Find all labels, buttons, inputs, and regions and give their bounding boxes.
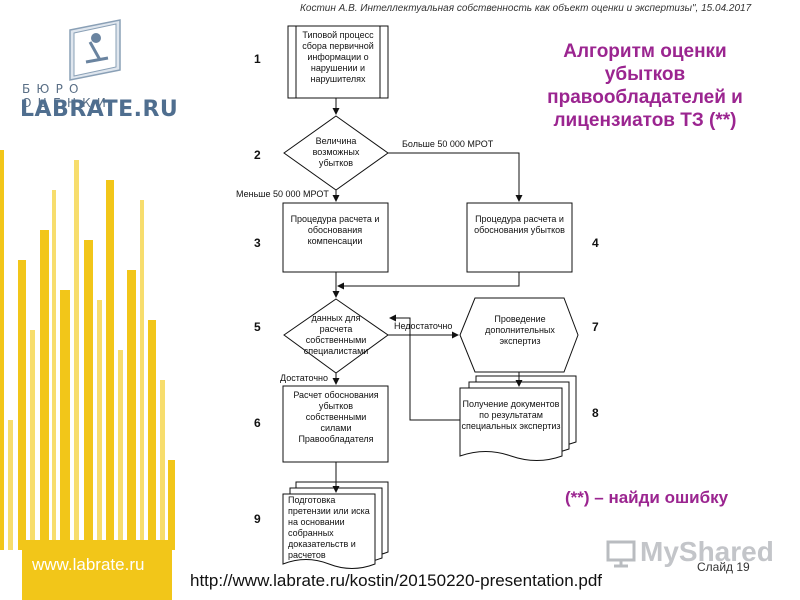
header-citation: Костин А.В. Интеллектуальная собственнос…: [300, 3, 752, 14]
step-number-6: 6: [254, 416, 261, 430]
hint-text: (**) – найди ошибку: [565, 488, 729, 507]
step-number-2: 2: [254, 148, 261, 162]
step-number-7: 7: [592, 320, 599, 334]
node-9-doc-front: [282, 493, 376, 569]
sidebar: БЮРО ОЦЕНКИ LABRATE.RU www.labrate.ru: [0, 0, 180, 600]
slide-number: Слайд 19: [697, 560, 750, 574]
bar-pattern: [0, 150, 175, 600]
microscope-logo-icon: [69, 19, 121, 81]
edge-label-insufficient: Недостаточно: [394, 321, 453, 331]
title-line-3: правообладателей и: [547, 87, 743, 108]
step-number-9: 9: [254, 512, 261, 526]
edge-label-sufficient: Достаточно: [280, 373, 329, 383]
step-number-3: 3: [254, 236, 261, 250]
step-number-1: 1: [254, 52, 261, 66]
flowchart-shapes: [282, 25, 579, 569]
edge-2-4: [388, 152, 523, 202]
node-6-box: [282, 385, 389, 463]
step-number-5: 5: [254, 320, 261, 334]
node-1-box: [287, 25, 389, 99]
title-line-4: лицензиатов ТЗ (**): [553, 110, 737, 131]
edge-label-less: Меньше 50 000 МРОТ: [236, 189, 329, 199]
logo-subtitle: БЮРО ОЦЕНКИ: [22, 82, 113, 110]
watermark: MyShared: [640, 536, 774, 567]
node-8-doc-front: [459, 387, 563, 461]
title-line-2: убытков: [604, 64, 686, 85]
step-number-4: 4: [592, 236, 599, 250]
edge-4-5: [337, 272, 520, 290]
presentation-icon: [606, 540, 636, 568]
presentation-url[interactable]: http://www.labrate.ru/kostin/20150220-pr…: [190, 571, 603, 590]
node-7-hexagon: [459, 297, 579, 373]
site-url[interactable]: www.labrate.ru: [32, 555, 145, 574]
logo-title: LABRATE.RU: [20, 97, 179, 122]
title-line-1: Алгоритм оценки: [563, 41, 727, 62]
sidebar-decoration: [0, 19, 175, 600]
edge-label-more: Больше 50 000 МРОТ: [402, 139, 494, 149]
edge-8-5: [389, 314, 460, 421]
node-4-box: [466, 202, 573, 273]
slide-title: Алгоритм оценки убытков правообладателей…: [520, 40, 770, 132]
step-number-8: 8: [592, 406, 599, 420]
